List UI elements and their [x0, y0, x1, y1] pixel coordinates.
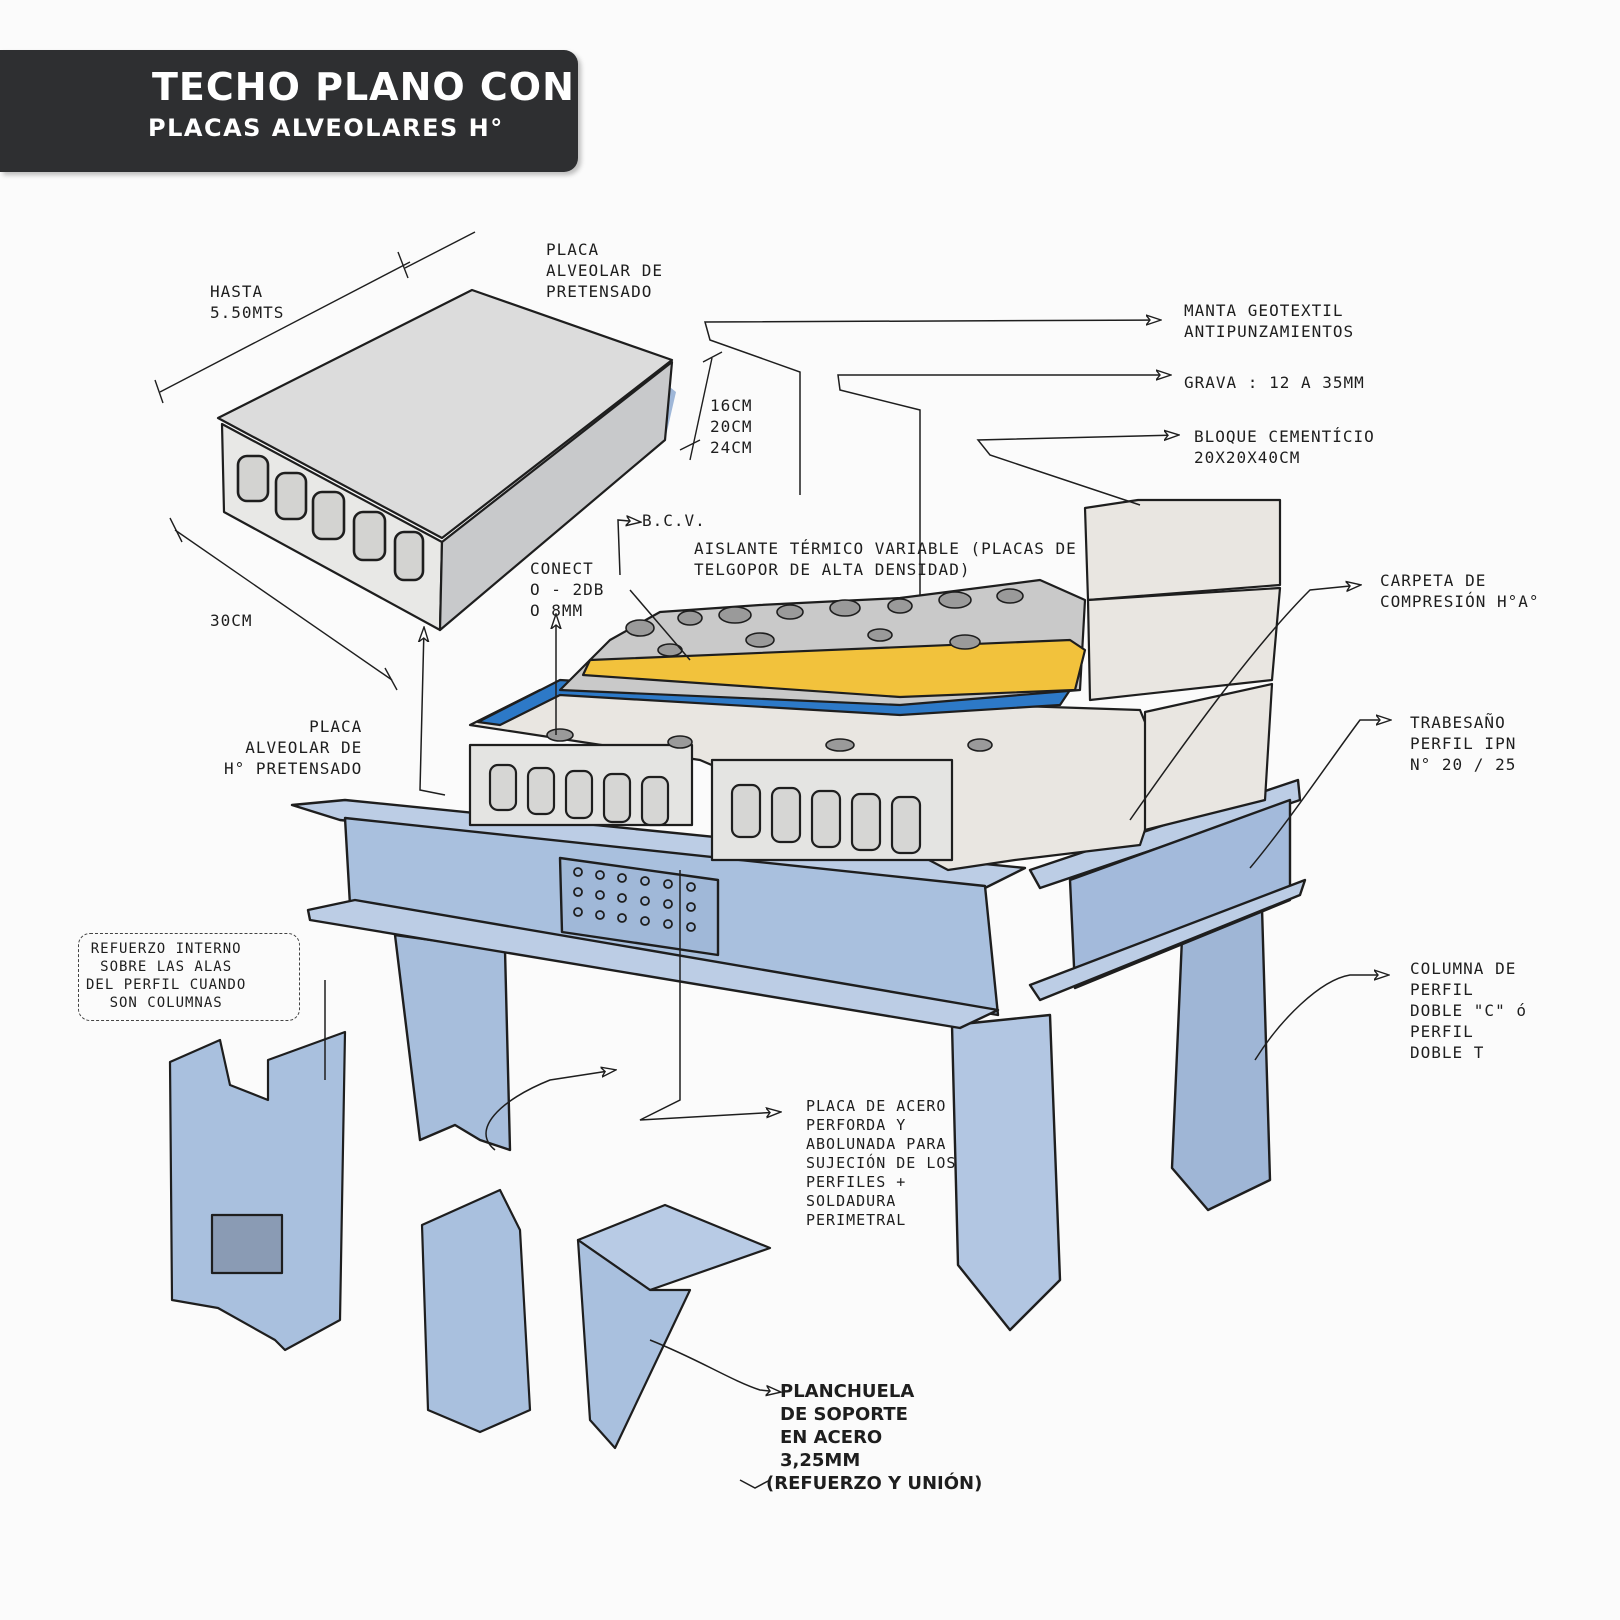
refuerzo-note-box	[78, 933, 300, 1021]
block-top	[1083, 498, 1282, 602]
label-planchuela: PLANCHUELA DE SOPORTE EN ACERO 3,25MM	[780, 1381, 915, 1471]
label-carpeta: CARPETA DE COMPRESIÓN H°A°	[1380, 571, 1540, 611]
support-plate-web	[576, 1238, 692, 1450]
label-trabesano: TRABESAÑO PERFIL IPN N° 20 / 25	[1410, 713, 1517, 774]
reinforcement-plate	[210, 1213, 284, 1275]
title-banner: TECHO PLANO CON PLACAS ALVEOLARES H°	[0, 50, 578, 172]
thermal-insulation	[581, 638, 1087, 699]
label-espesores: 16CM 20CM 24CM	[710, 396, 753, 457]
page-title: TECHO PLANO CON	[152, 65, 575, 109]
mid-slab-cores	[488, 763, 922, 855]
beam-bottom-flange	[306, 898, 1000, 1030]
label-conect: CONECT O - 2DB O 8MM	[530, 559, 605, 620]
column-center	[950, 1013, 1062, 1332]
label-aislante: AISLANTE TÉRMICO VARIABLE (PLACAS DE TEL…	[694, 539, 1077, 579]
label-bloque: BLOQUE CEMENTÍCIO 20X20X40CM	[1194, 427, 1375, 467]
column-stub	[420, 1188, 532, 1434]
slab-dimension-lines	[154, 231, 723, 691]
label-placa-acero: PLACA DE ACERO PERFORDA Y ABOLUNADA PARA…	[806, 1097, 957, 1229]
label-ancho: 30CM	[210, 611, 253, 630]
slab-side-face	[438, 360, 674, 632]
label-planchuela-note: (REFUERZO Y UNIÓN)	[766, 1473, 983, 1494]
slab-top-face	[216, 288, 674, 540]
label-manta: MANTA GEOTEXTIL ANTIPUNZAMIENTOS	[1184, 301, 1355, 341]
beam-right-bottom	[1028, 878, 1307, 1002]
label-bcv: B.C.V.	[642, 511, 706, 530]
label-placa-mid: PLACA ALVEOLAR DE H° PRETENSADO	[224, 717, 363, 778]
page-subtitle: PLACAS ALVEOLARES H°	[148, 114, 504, 142]
label-columna: COLUMNA DE PERFIL DOBLE "C" ó PERFIL DOB…	[1410, 959, 1527, 1062]
cement-blocks	[1083, 498, 1282, 832]
column-section-reinforced	[168, 1030, 347, 1352]
label-refuerzo: REFUERZO INTERNO SOBRE LAS ALAS DEL PERF…	[86, 941, 247, 1011]
label-grava: GRAVA : 12 A 35MM	[1184, 373, 1365, 392]
block-bottom	[1143, 682, 1274, 832]
leader-lines	[324, 320, 1390, 1489]
plate-bolts	[573, 867, 696, 932]
label-placa-top: PLACA ALVEOLAR DE PRETENSADO	[546, 240, 663, 301]
label-hasta: HASTA 5.50MTS	[210, 282, 285, 322]
perforated-steel-plate	[558, 856, 720, 957]
lower-details	[168, 1030, 772, 1450]
block-middle	[1086, 586, 1282, 702]
slab-cores	[236, 454, 425, 582]
gravel-stones	[546, 588, 1024, 752]
hollow-core-slab-detail	[216, 288, 676, 632]
